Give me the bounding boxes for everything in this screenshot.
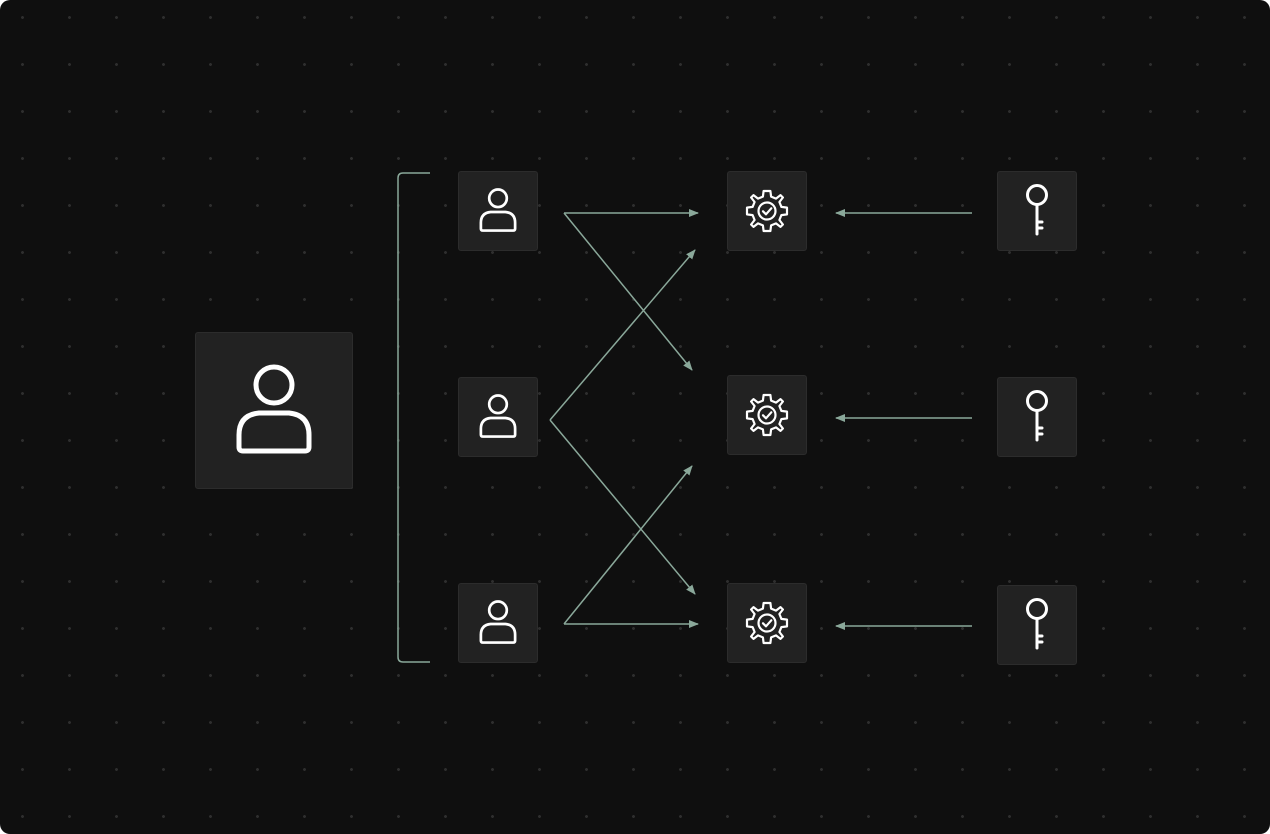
group-bracket <box>397 172 430 663</box>
key-node-2[interactable] <box>997 377 1077 457</box>
user-icon <box>236 364 312 453</box>
main-user-node[interactable] <box>195 332 353 489</box>
gear-check-icon <box>745 601 789 645</box>
user-icon <box>479 600 517 644</box>
key-icon <box>1026 598 1048 650</box>
key-icon <box>1026 184 1048 236</box>
service-node-1[interactable] <box>727 171 807 251</box>
key-icon <box>1026 390 1048 442</box>
user-icon <box>479 394 517 438</box>
user-icon <box>479 188 517 232</box>
arrow-user-2-to-service-3 <box>549 419 696 595</box>
user-node-3[interactable] <box>458 583 538 663</box>
gear-check-icon <box>745 393 789 437</box>
service-node-2[interactable] <box>727 375 807 455</box>
key-node-3[interactable] <box>997 585 1077 665</box>
arrow-user-2-to-service-1 <box>549 249 696 421</box>
arrow-user-1-to-service-2 <box>563 212 693 371</box>
gear-check-icon <box>745 189 789 233</box>
connection-arrows <box>549 209 972 630</box>
key-node-1[interactable] <box>997 171 1077 251</box>
user-node-1[interactable] <box>458 171 538 251</box>
user-node-2[interactable] <box>458 377 538 457</box>
arrow-user-3-to-service-2 <box>563 465 693 625</box>
service-node-3[interactable] <box>727 583 807 663</box>
